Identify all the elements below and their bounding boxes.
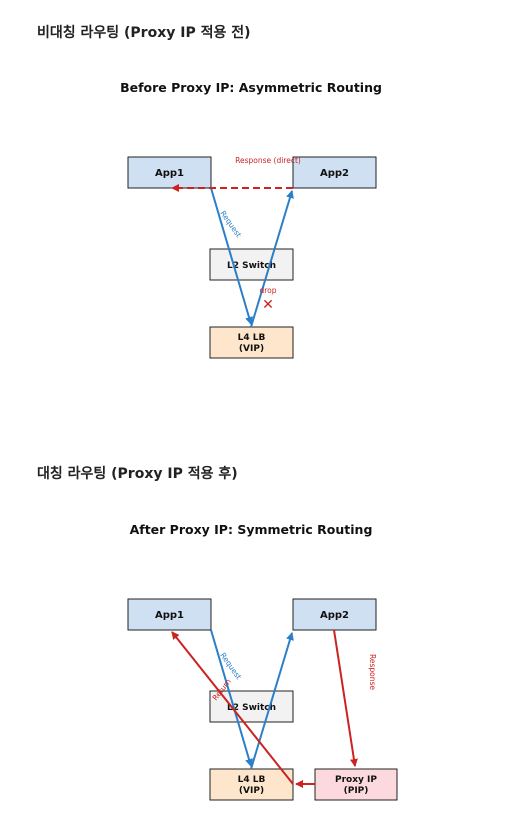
node-l4-lb-label-1: L4 LB: [238, 775, 266, 785]
arrow-lb-to-app2: [250, 190, 294, 328]
node-proxy-ip: [314, 768, 398, 801]
node-proxy-ip-label-2: (PIP): [344, 786, 369, 796]
arrow-request-app1-to-lb: [210, 187, 253, 325]
node-app2-label: App2: [320, 610, 349, 621]
node-app1: [127, 598, 212, 631]
label-drop: drop: [259, 286, 276, 295]
node-l4-lb-label-2: (VIP): [239, 344, 264, 354]
heading-before: 비대칭 라우팅 (Proxy IP 적용 전): [37, 25, 251, 41]
node-app1-label: App1: [155, 168, 184, 179]
diagram-title-after: After Proxy IP: Symmetric Routing: [130, 522, 373, 537]
node-proxy-ip-label-1: Proxy IP: [335, 775, 377, 785]
node-l4-lb-label-1: L4 LB: [238, 333, 266, 343]
node-app2: [292, 156, 377, 189]
node-app1: [127, 156, 212, 189]
node-app2: [292, 598, 377, 631]
label-response-after: Response: [368, 654, 377, 690]
arrow-lb-to-app2: [250, 632, 294, 770]
drop-x-icon: ✕: [262, 297, 274, 313]
arrow-response-app2-to-proxy: [333, 629, 358, 767]
diagram-before: Before Proxy IP: Asymmetric Routing App1…: [120, 80, 382, 359]
label-response-direct: Response (direct): [235, 156, 301, 165]
arrow-return-lb-to-app1: [171, 631, 294, 785]
diagram-after: After Proxy IP: Symmetric Routing App1 A…: [127, 522, 398, 801]
node-l4-lb-label-2: (VIP): [239, 786, 264, 796]
diagram-title-before: Before Proxy IP: Asymmetric Routing: [120, 80, 382, 95]
node-app2-label: App2: [320, 168, 349, 179]
node-l2-switch: [209, 248, 294, 281]
node-l2-switch-label: L2 Switch: [227, 261, 276, 271]
heading-after: 대칭 라우팅 (Proxy IP 적용 후): [37, 466, 238, 482]
node-app1-label: App1: [155, 610, 184, 621]
node-l4-lb: [209, 768, 294, 801]
arrow-request-app1-to-lb: [210, 629, 253, 767]
node-l4-lb: [209, 326, 294, 359]
node-l2-switch-label: L2 Switch: [227, 703, 276, 713]
